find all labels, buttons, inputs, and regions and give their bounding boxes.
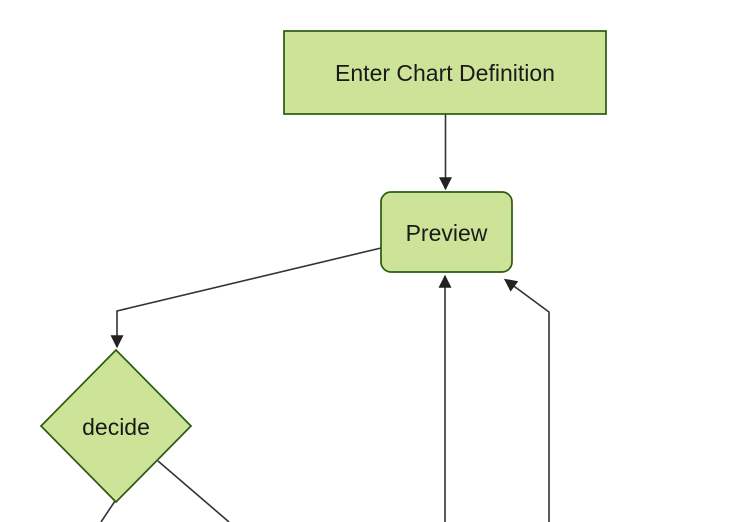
edge-decide-to-offscreen-bottom-right: [157, 460, 230, 522]
node-preview-label: Preview: [406, 220, 488, 246]
node-preview-shape: [380, 191, 513, 273]
node-decide-shape: [39, 348, 193, 504]
node-preview: Preview: [380, 191, 513, 273]
node-decide: decide: [39, 348, 193, 504]
node-decide-label: decide: [82, 414, 150, 440]
node-enter-chart-definition: Enter Chart Definition: [283, 30, 607, 115]
edge-from-below-into-preview-bent: [503, 278, 550, 522]
node-enter-chart-definition-label: Enter Chart Definition: [335, 60, 555, 86]
edge-preview-to-decide: [110, 247, 382, 349]
node-enter-chart-definition-shape: [283, 30, 607, 115]
edge-decide-to-offscreen-bottom-left: [100, 500, 116, 522]
edge-layer: [100, 114, 550, 522]
